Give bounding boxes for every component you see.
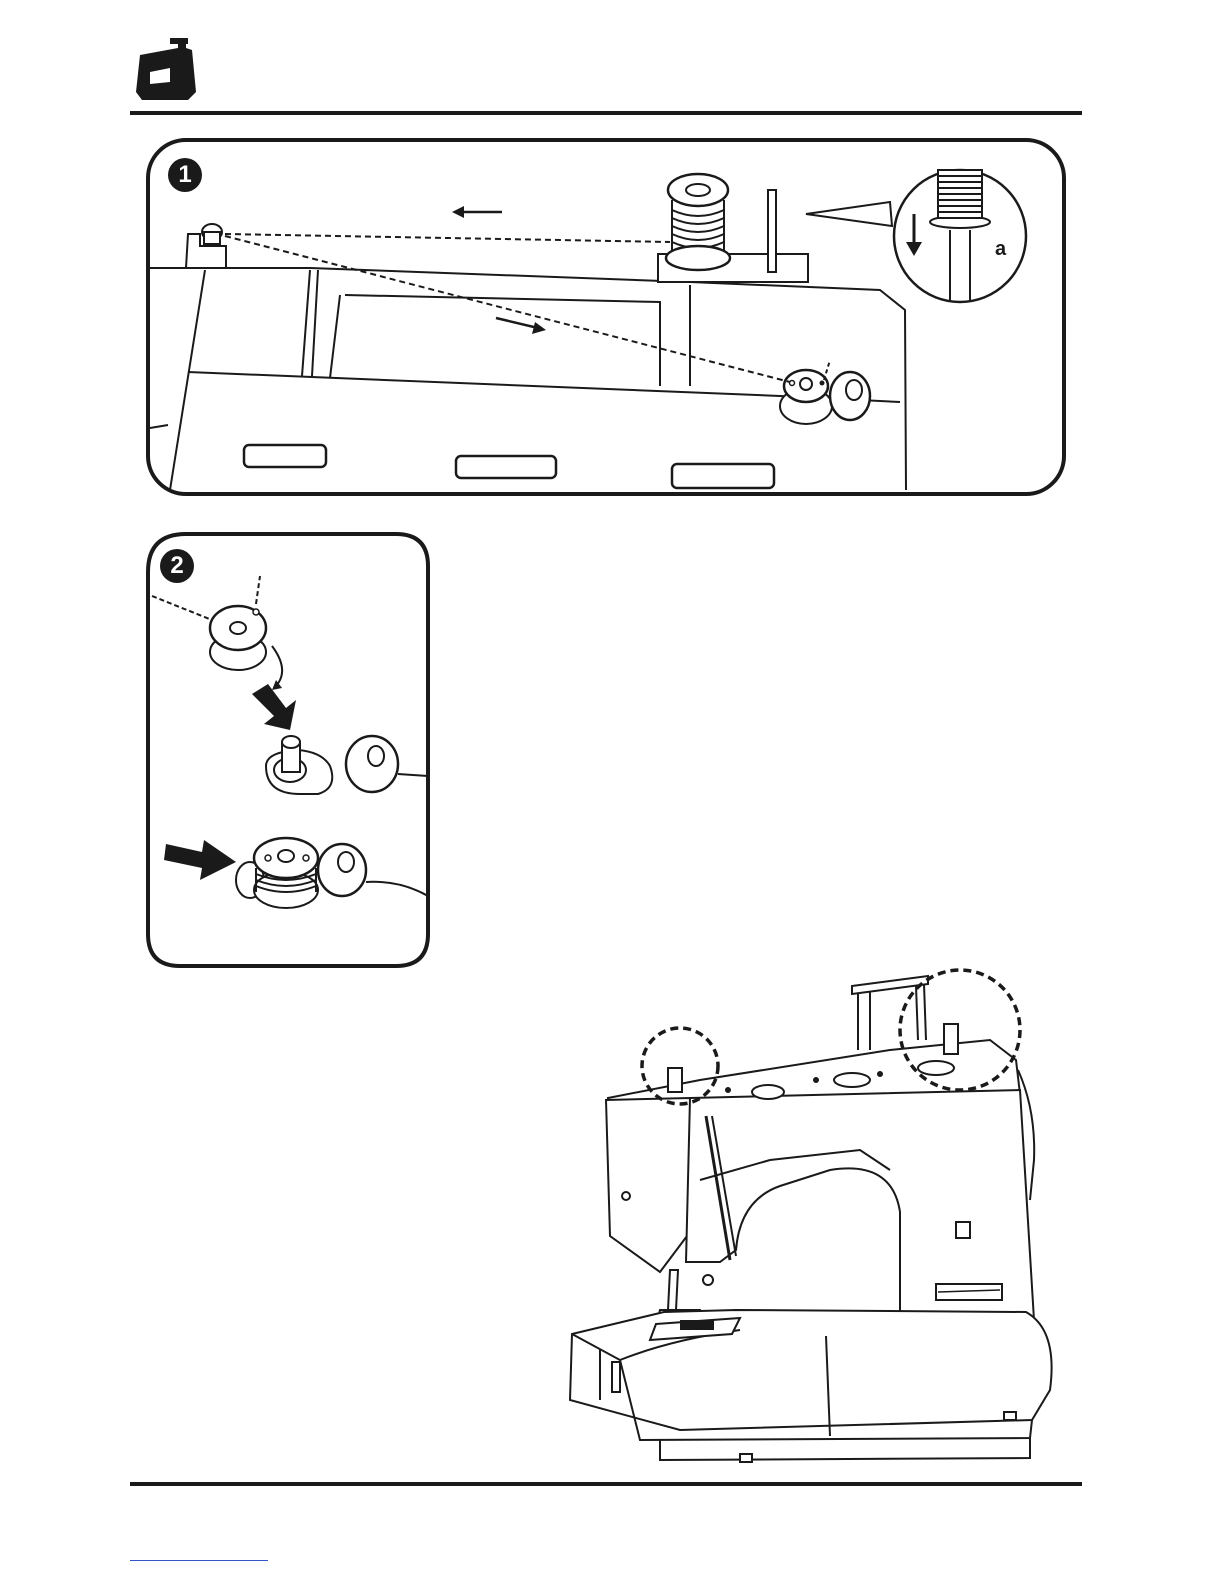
footer-rule [130,1482,1082,1486]
footer-link-underline [130,1560,268,1561]
